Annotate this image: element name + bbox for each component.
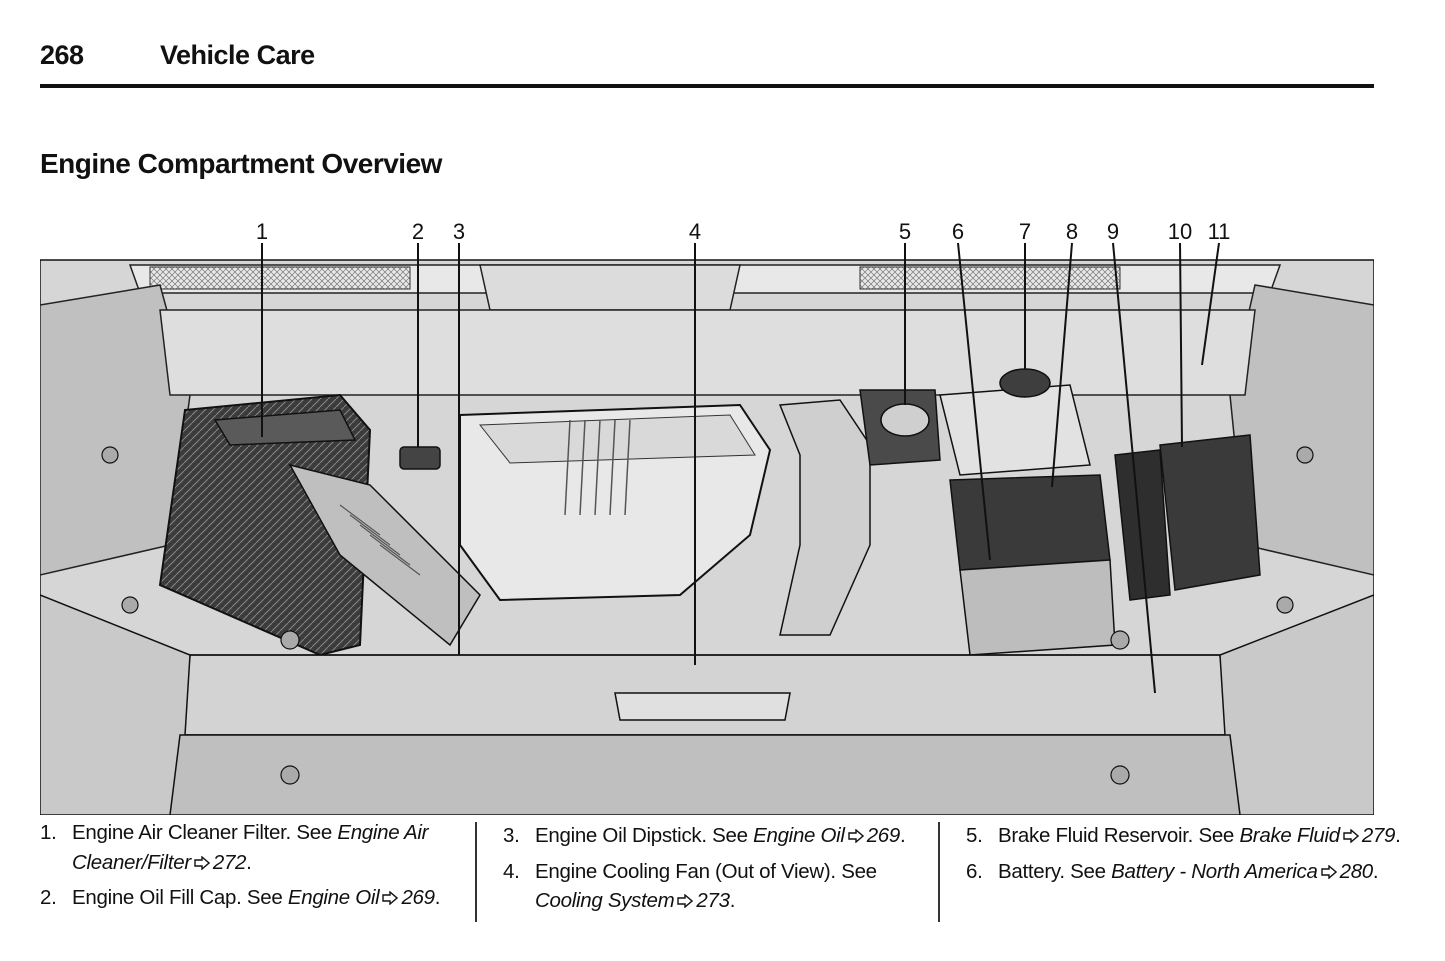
legend-item-number: 6. bbox=[966, 859, 983, 883]
header-divider bbox=[40, 84, 1374, 88]
legend-column-1: 1. Engine Air Cleaner Filter. See Engine… bbox=[40, 818, 460, 919]
legend-item-text: Battery. See bbox=[998, 859, 1112, 883]
legend-item-text: Brake Fluid Reservoir. See bbox=[998, 824, 1240, 847]
section-title: Vehicle Care bbox=[160, 40, 315, 70]
legend-item: 6. Battery. See Battery - North America 2… bbox=[966, 857, 1406, 887]
callout-5: 5 bbox=[899, 219, 911, 244]
legend-item-ref[interactable]: Engine Air Cleaner/Filter bbox=[72, 821, 429, 874]
legend-item-page[interactable]: 279 bbox=[1361, 824, 1396, 847]
column-divider bbox=[938, 822, 940, 922]
legend-column-3: 5. Brake Fluid Reservoir. See Brake Flui… bbox=[966, 821, 1406, 892]
engine-illustration-svg: 1 2 3 4 5 6 7 8 9 10 11 bbox=[40, 219, 1374, 815]
page-reference-arrow-icon bbox=[382, 891, 399, 906]
legend-item-page[interactable]: 269 bbox=[401, 886, 435, 910]
legend-item-end: . bbox=[434, 886, 441, 910]
callout-9: 9 bbox=[1107, 219, 1119, 244]
page-title: Engine Compartment Overview bbox=[40, 148, 442, 179]
legend-item-end: . bbox=[1372, 859, 1379, 883]
legend-item-text: Engine Oil Fill Cap. See bbox=[72, 886, 288, 910]
engine-compartment-illustration: 1 2 3 4 5 6 7 8 9 10 11 bbox=[40, 215, 1374, 815]
legend-item: 4. Engine Cooling Fan (Out of View). See… bbox=[503, 857, 923, 916]
callout-11: 11 bbox=[1208, 219, 1231, 244]
callout-6: 6 bbox=[952, 219, 964, 244]
page-reference-arrow-icon bbox=[848, 829, 864, 843]
legend-item-page[interactable]: 273 bbox=[696, 889, 730, 913]
legend-item-end: . bbox=[246, 850, 252, 874]
legend-item-page[interactable]: 280 bbox=[1339, 859, 1374, 883]
legend-item-ref[interactable]: Engine Oil bbox=[287, 886, 380, 910]
page-number: 268 bbox=[40, 40, 84, 70]
legend-item: 5. Brake Fluid Reservoir. See Brake Flui… bbox=[966, 821, 1406, 851]
callout-8: 8 bbox=[1066, 219, 1078, 244]
legend-column-2: 3. Engine Oil Dipstick. See Engine Oil 26… bbox=[503, 821, 923, 922]
callout-7: 7 bbox=[1019, 219, 1031, 244]
legend-item-text: Engine Air Cleaner Filter. See bbox=[72, 821, 338, 844]
page-header: 268 Vehicle Care bbox=[40, 38, 1374, 88]
page-reference-arrow-icon bbox=[194, 855, 210, 870]
legend-item-ref[interactable]: Brake Fluid bbox=[1239, 824, 1340, 847]
legend-item: 1. Engine Air Cleaner Filter. See Engine… bbox=[40, 818, 460, 877]
legend-item-page[interactable]: 272 bbox=[212, 850, 247, 874]
callout-2: 2 bbox=[412, 219, 424, 244]
legend-item-end: . bbox=[900, 824, 906, 847]
legend-item-ref[interactable]: Engine Oil bbox=[753, 824, 845, 847]
legend-item-number: 1. bbox=[40, 821, 57, 844]
legend-item-text: Engine Cooling Fan (Out of View). See bbox=[535, 859, 877, 883]
callout-3: 3 bbox=[453, 219, 465, 244]
callout-10: 10 bbox=[1168, 219, 1192, 244]
legend-item: 2. Engine Oil Fill Cap. See Engine Oil 26… bbox=[40, 883, 460, 913]
callout-4: 4 bbox=[689, 219, 701, 244]
legend-item: 3. Engine Oil Dipstick. See Engine Oil 26… bbox=[503, 821, 923, 851]
callout-1: 1 bbox=[256, 219, 268, 244]
legend-item-number: 5. bbox=[966, 824, 983, 847]
page-reference-arrow-icon bbox=[677, 894, 694, 909]
legend-item-number: 3. bbox=[503, 824, 520, 847]
legend-item-ref[interactable]: Cooling System bbox=[535, 889, 675, 913]
legend-item-text: Engine Oil Dipstick. See bbox=[535, 824, 754, 847]
legend-item-number: 2. bbox=[40, 886, 57, 910]
column-divider bbox=[475, 822, 477, 922]
legend-item-end: . bbox=[729, 889, 736, 913]
legend-item-page[interactable]: 269 bbox=[866, 824, 901, 847]
page-reference-arrow-icon bbox=[1343, 829, 1359, 843]
legend-item-number: 4. bbox=[503, 859, 520, 883]
page-reference-arrow-icon bbox=[1320, 864, 1337, 879]
legend-item-ref[interactable]: Battery - North America bbox=[1111, 859, 1318, 883]
legend-item-end: . bbox=[1395, 824, 1401, 847]
